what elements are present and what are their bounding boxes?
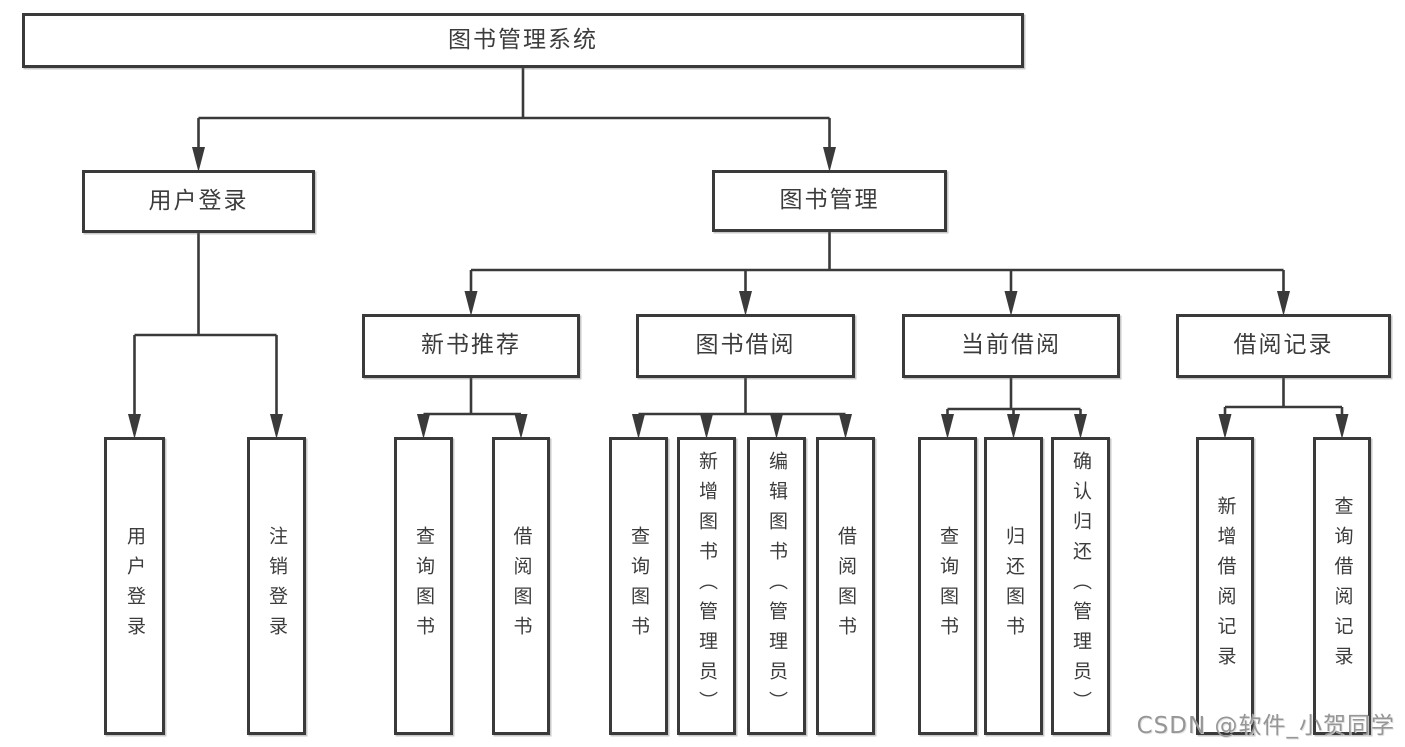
node-c-confirm: 确认归还（管理员） [1051, 437, 1110, 735]
node-c-query: 查询图书 [918, 437, 977, 735]
node-label: 当前借阅 [961, 332, 1061, 359]
node-logout: 注销登录 [247, 437, 306, 735]
node-mgmt: 图书管理 [712, 170, 947, 232]
node-label: 借阅图书 [835, 526, 857, 646]
node-label: 查询图书 [628, 526, 650, 646]
node-label: 查询图书 [413, 526, 435, 646]
node-login-do: 用户登录 [104, 437, 165, 735]
node-b-query: 查询图书 [609, 437, 668, 735]
node-label: 图书管理系统 [448, 26, 598, 53]
node-label: 借阅图书 [510, 526, 533, 646]
node-label: 新书推荐 [421, 332, 521, 359]
node-rec-query: 查询图书 [394, 437, 453, 735]
node-rec-borrow: 借阅图书 [492, 437, 550, 735]
node-root: 图书管理系统 [22, 13, 1024, 68]
node-b-edit: 编辑图书（管理员） [747, 437, 806, 735]
node-label: 确认归还（管理员） [1070, 451, 1092, 721]
node-label: 归还图书 [1003, 526, 1025, 646]
node-cur: 当前借阅 [902, 314, 1120, 378]
node-label: 用户登录 [148, 187, 249, 214]
node-login: 用户登录 [82, 170, 315, 233]
node-hist: 借阅记录 [1176, 314, 1391, 378]
node-borrow: 图书借阅 [636, 314, 855, 378]
node-label: 编辑图书（管理员） [766, 451, 788, 721]
node-b-add: 新增图书（管理员） [677, 437, 736, 735]
node-label: 注销登录 [266, 526, 288, 646]
node-label: 借阅记录 [1233, 332, 1334, 359]
node-label: 查询借阅记录 [1331, 496, 1354, 676]
node-c-return: 归还图书 [984, 437, 1043, 735]
node-label: 图书借阅 [695, 332, 796, 359]
watermark: CSDN @软件_小贺同学 [1136, 713, 1395, 739]
node-rec: 新书推荐 [362, 314, 580, 378]
node-label: 新增借阅记录 [1214, 496, 1237, 676]
node-label: 用户登录 [124, 526, 146, 646]
node-h-add: 新增借阅记录 [1196, 437, 1254, 735]
node-label: 图书管理 [779, 187, 880, 214]
node-label: 新增图书（管理员） [696, 451, 718, 721]
node-h-query: 查询借阅记录 [1313, 437, 1371, 735]
node-b-borrow: 借阅图书 [816, 437, 875, 735]
node-label: 查询图书 [937, 526, 959, 646]
